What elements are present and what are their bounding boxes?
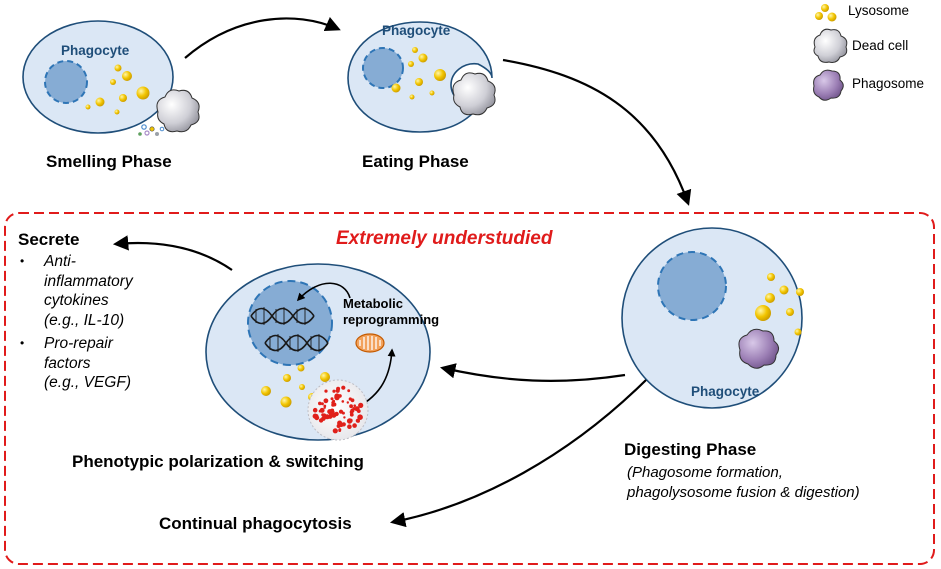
smelling-cell-label: Phagocyte xyxy=(61,43,130,58)
arrow-digesting-to-polarization xyxy=(439,363,626,382)
dna-icon xyxy=(250,307,329,352)
digesting-detail-line-1: (Phagosome formation, xyxy=(627,464,783,481)
lysosomes xyxy=(261,364,330,408)
smelling-phase-label: Smelling Phase xyxy=(46,152,172,171)
nucleus xyxy=(362,47,404,89)
phagosome xyxy=(738,328,780,369)
arrow-eating-to-digesting xyxy=(502,58,692,206)
secrete-item-2-line-3: (e.g., VEGF) xyxy=(44,374,131,391)
metabolic-label-line-1: Metabolic xyxy=(343,296,403,311)
dead-cell xyxy=(452,72,496,116)
polarizing-phagocyte xyxy=(205,263,431,441)
mitochondrion-icon xyxy=(355,333,385,353)
legend xyxy=(813,4,848,101)
signal-molecules xyxy=(138,124,165,136)
eating-phagocyte xyxy=(347,21,496,133)
feedback-arrow xyxy=(296,282,351,302)
secrete-item-anti-inflammatory: Anti- inflammatory cytokines (e.g., IL-1… xyxy=(16,252,133,330)
dead-cell xyxy=(156,89,200,133)
dead-cell-icon xyxy=(813,28,848,63)
secrete-item-1-line-3: cytokines xyxy=(44,292,109,309)
lysosome-icon xyxy=(815,4,837,22)
secrete-item-1-line-4: (e.g., IL-10) xyxy=(44,311,125,329)
digesting-phagocyte xyxy=(621,227,804,409)
legend-label-lysosome: Lysosome xyxy=(848,3,910,18)
digesting-phase-label: Digesting Phase xyxy=(624,440,757,459)
digesting-detail-line-2: phagolysosome fusion & digestion) xyxy=(627,484,860,501)
legend-label-phagosome: Phagosome xyxy=(852,76,925,91)
arrow-smelling-to-eating xyxy=(184,16,341,59)
phagosome-icon xyxy=(813,69,844,101)
polarization-label: Phenotypic polarization & switching xyxy=(72,452,364,471)
metabolic-label-line-2: reprogramming xyxy=(343,312,440,327)
secrete-title: Secrete xyxy=(18,230,80,249)
digesting-cell-label: Phagocyte xyxy=(691,384,760,399)
secrete-list: Anti- inflammatory cytokines (e.g., IL-1… xyxy=(16,252,133,397)
secrete-item-2-line-1: Pro-repair xyxy=(44,335,113,352)
continual-phagocytosis-label: Continual phagocytosis xyxy=(159,514,352,533)
flow-arrows xyxy=(112,16,692,528)
secrete-item-1-line-2: inflammatory xyxy=(44,272,133,290)
arrow-digesting-to-continual xyxy=(389,379,647,528)
understudied-label: Extremely understudied xyxy=(336,228,553,249)
understudied-box xyxy=(4,212,935,565)
nucleus xyxy=(657,251,727,321)
phagolysosome xyxy=(307,379,369,441)
lysosomes xyxy=(755,273,804,336)
lysosomes xyxy=(391,47,446,100)
smelling-phagocyte xyxy=(22,20,200,136)
nucleus xyxy=(44,60,88,104)
eating-phase-label: Eating Phase xyxy=(362,152,469,171)
arrow-polarization-to-secrete xyxy=(112,235,233,271)
secrete-item-2-line-2: factors xyxy=(44,354,91,372)
lysosomes xyxy=(85,64,150,115)
secrete-item-1-line-1: Anti- xyxy=(44,253,76,270)
eating-cell-label: Phagocyte xyxy=(382,23,451,38)
secrete-item-pro-repair: Pro-repair factors (e.g., VEGF) xyxy=(16,334,133,393)
legend-label-dead-cell: Dead cell xyxy=(852,38,909,53)
